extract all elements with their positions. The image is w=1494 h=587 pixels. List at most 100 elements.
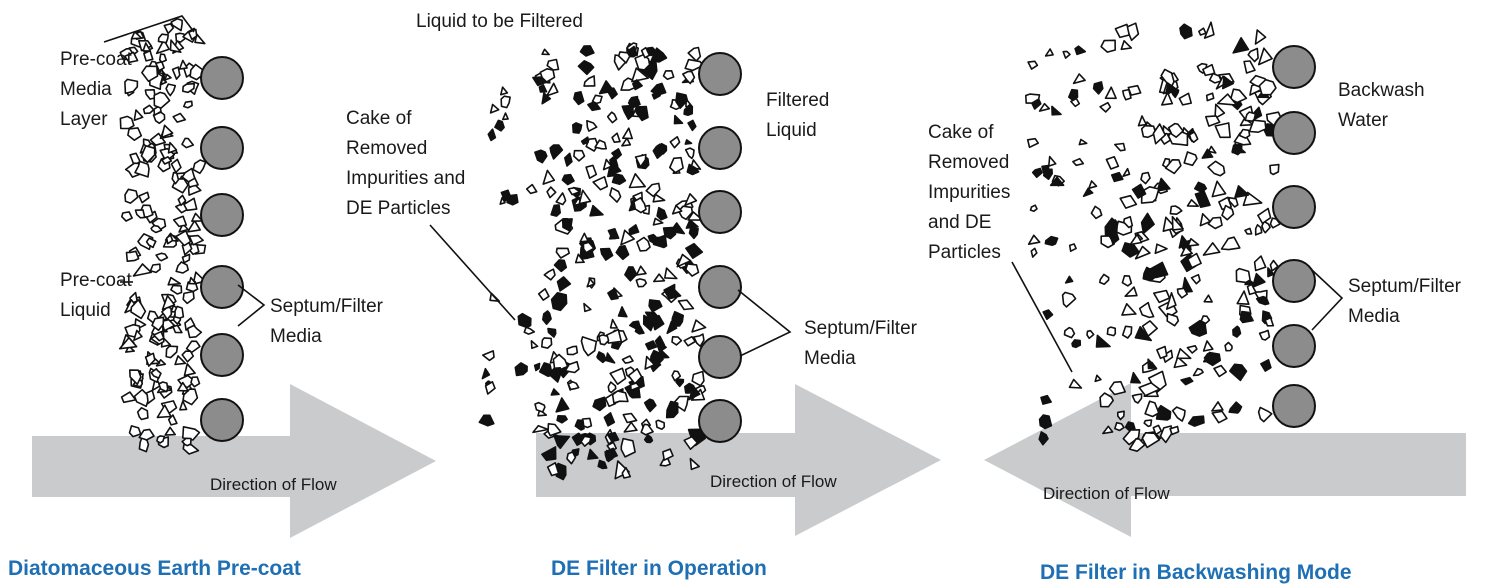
precoat-de-particle (167, 414, 178, 426)
precoat-de-particle (181, 167, 196, 183)
septum-circle-precoat-5 (200, 398, 244, 442)
precoat-de-particle (172, 324, 183, 334)
precoat-de-particle (172, 215, 188, 228)
precoat-de-particle (194, 33, 206, 45)
cake-backwash-impurity (1228, 401, 1243, 414)
cake-backwash-de-particle (1207, 216, 1223, 230)
cake-operation-de-particle (574, 253, 585, 264)
precoat-de-particle (134, 160, 150, 178)
cake-operation-impurity (675, 378, 685, 388)
cake-operation-de-particle (546, 186, 557, 199)
cake-operation-impurity (607, 287, 619, 301)
cake-operation-de-particle (585, 164, 598, 179)
cake-backwash-impurity (1108, 226, 1120, 245)
cake-backwash-de-particle (1229, 88, 1248, 104)
cake-operation-de-particle (555, 247, 571, 259)
incoming-impurity (494, 119, 505, 132)
cake-operation-de-particle (582, 241, 595, 254)
incoming-impurity (478, 414, 495, 427)
cake-operation-impurity (685, 219, 699, 229)
cake-backwash-de-particle (1119, 194, 1138, 209)
cake-operation-impurity (550, 291, 568, 312)
cake-backwash-de-particle (1129, 233, 1143, 246)
cake-operation-de-particle (607, 381, 617, 394)
precoat-de-particle (123, 51, 139, 64)
cake-backwash-de-particle (1257, 406, 1273, 423)
incoming-de-particle (525, 183, 538, 195)
cake-operation-de-particle (692, 333, 705, 348)
cake-operation-impurity (553, 259, 568, 273)
cake-operation-impurity (606, 168, 617, 178)
cake-operation-de-particle (652, 273, 666, 283)
precoat-de-particle (187, 28, 198, 41)
precoat-de-particle (138, 436, 150, 453)
cake-operation-de-particle (671, 204, 683, 215)
cake-operation-de-particle (620, 229, 636, 246)
cake-backwash-impurity (1150, 261, 1169, 279)
cake-operation-de-particle (552, 353, 569, 371)
cake-operation-de-particle (546, 58, 560, 71)
cake-operation-de-particle (539, 68, 556, 83)
cake-backwash-impurity (1180, 376, 1194, 386)
precoat-de-particle (167, 276, 182, 286)
cake-operation-de-particle (609, 187, 622, 203)
precoat-de-particle (158, 381, 169, 393)
cake-backwash-impurity (1234, 185, 1250, 199)
released-de-particle (1090, 205, 1103, 220)
cake-backwash-impurity (1188, 319, 1208, 337)
precoat-de-particle (164, 426, 176, 436)
released-de-particle (1068, 378, 1083, 389)
cake-operation-de-particle (541, 48, 550, 56)
released-impurity (1038, 431, 1049, 446)
cake-operation-de-particle (609, 367, 627, 386)
cake-backwash-de-particle (1138, 301, 1155, 319)
precoat-de-particle (177, 381, 189, 392)
cake-backwash-de-particle (1127, 84, 1142, 96)
cake-operation-de-particle (594, 139, 608, 150)
cake-backwash-de-particle (1207, 160, 1226, 177)
cake-operation-impurity (605, 352, 616, 364)
precoat-de-particle (191, 212, 204, 222)
cake-backwash-de-particle (1160, 68, 1175, 87)
released-de-particle (1025, 93, 1041, 104)
cake-operation-de-particle (659, 457, 672, 467)
cake-backwash-impurity (1178, 235, 1190, 249)
precoat-de-particle (133, 109, 144, 121)
cake-operation-de-particle (684, 193, 698, 207)
precoat-de-particle (150, 224, 163, 234)
cake-operation-impurity (617, 306, 628, 318)
cake-operation-de-particle (609, 318, 619, 329)
precoat-de-particle (175, 261, 189, 274)
cake-backwash-de-particle (1202, 242, 1221, 256)
septum-circle-precoat-0 (200, 56, 244, 100)
cake-operation-de-particle (662, 70, 675, 81)
cake-operation-impurity (538, 84, 548, 93)
cake-operation-de-particle (681, 70, 696, 85)
cake-operation-impurity (548, 366, 562, 383)
released-impurity (1074, 45, 1087, 56)
cake-backwash-de-particle (1220, 236, 1241, 251)
cake-backwash-de-particle (1171, 215, 1184, 231)
cake-backwash-de-particle (1216, 93, 1238, 106)
septum-filter-media-label-3: Septum/Filter Media (1348, 276, 1461, 327)
cake-operation-impurity (611, 148, 623, 160)
released-de-particle (1030, 247, 1038, 258)
septum-circle-backwash-2 (1272, 185, 1316, 229)
precoat-de-particle (182, 425, 201, 441)
cake-operation-de-particle (644, 355, 656, 370)
septum-circle-operation-3 (698, 265, 742, 309)
septum-circle-backwash-4 (1272, 324, 1316, 368)
cake-operation-impurity (673, 114, 684, 125)
precoat-de-particle (149, 263, 161, 274)
cake-operation-de-particle (684, 147, 695, 160)
cake-backwash-de-particle (1261, 220, 1271, 234)
cake-operation-impurity (609, 155, 619, 169)
panel-title-operation: DE Filter in Operation (551, 557, 767, 580)
cake-operation-impurity (643, 434, 654, 444)
septum-circle-operation-4 (698, 335, 742, 379)
cake-operation-de-particle (614, 460, 630, 480)
cake-operation-de-particle (669, 136, 681, 149)
cake-backwash-de-particle (1202, 63, 1216, 77)
cake-operation-de-particle (663, 267, 678, 280)
